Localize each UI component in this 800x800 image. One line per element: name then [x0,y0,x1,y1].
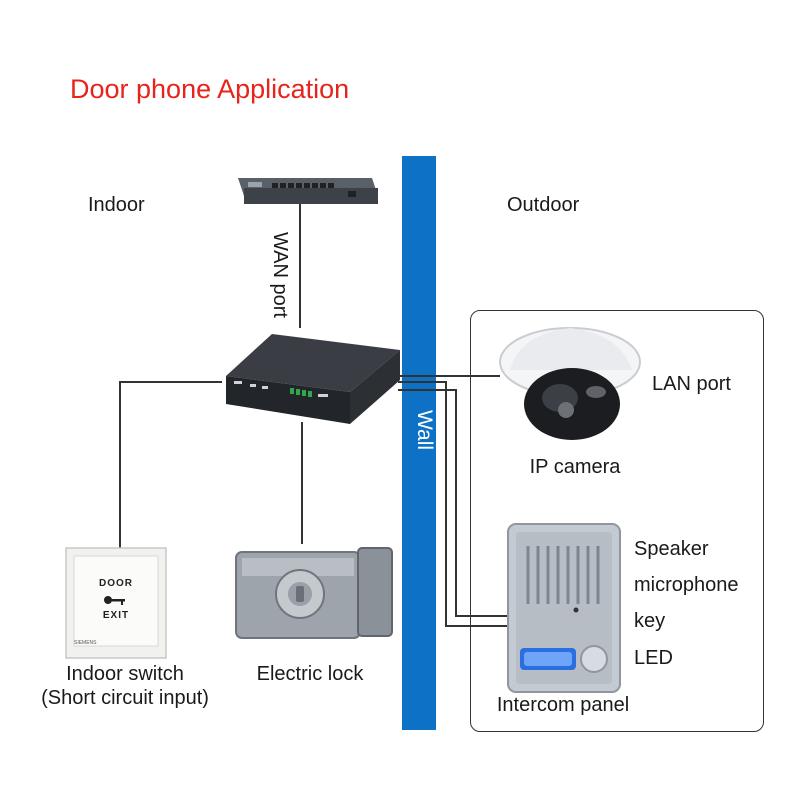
indoor-switch-label: Indoor switch [66,663,184,685]
diagram-title: Door phone Application [70,74,350,104]
wan-port-label: WAN port [269,232,291,318]
exit-button-door-text: DOOR [99,578,133,589]
ip-camera-label: IP camera [529,456,621,478]
feature-key: key [634,610,666,632]
ip-camera-icon [499,327,641,440]
indoor-switch-sublabel: (Short circuit input) [41,687,209,709]
gateway-device-icon [226,334,400,424]
electric-lock-icon [235,547,393,639]
feature-microphone: microphone [634,574,739,596]
intercom-line-b [398,389,508,617]
indoor-label: Indoor [88,194,145,216]
indoor-switch-icon [65,547,167,659]
wall-bar [402,156,436,730]
intercom-panel-label: Intercom panel [496,694,630,716]
lan-port-label: LAN port [652,373,731,395]
indoor-switch-line [119,381,222,548]
outdoor-label: Outdoor [507,194,580,216]
electric-lock-label: Electric lock [256,663,364,685]
feature-speaker: Speaker [634,538,709,560]
connection-lines [119,200,508,627]
exit-button-exit-text: EXIT [102,610,130,621]
intercom-panel-icon [507,523,621,693]
exit-button-brand: SIEMENS [74,640,97,646]
network-switch-icon [238,178,378,204]
wall-label: Wall [413,410,436,451]
intercom-line-a [398,381,508,627]
feature-led: LED [634,647,673,669]
